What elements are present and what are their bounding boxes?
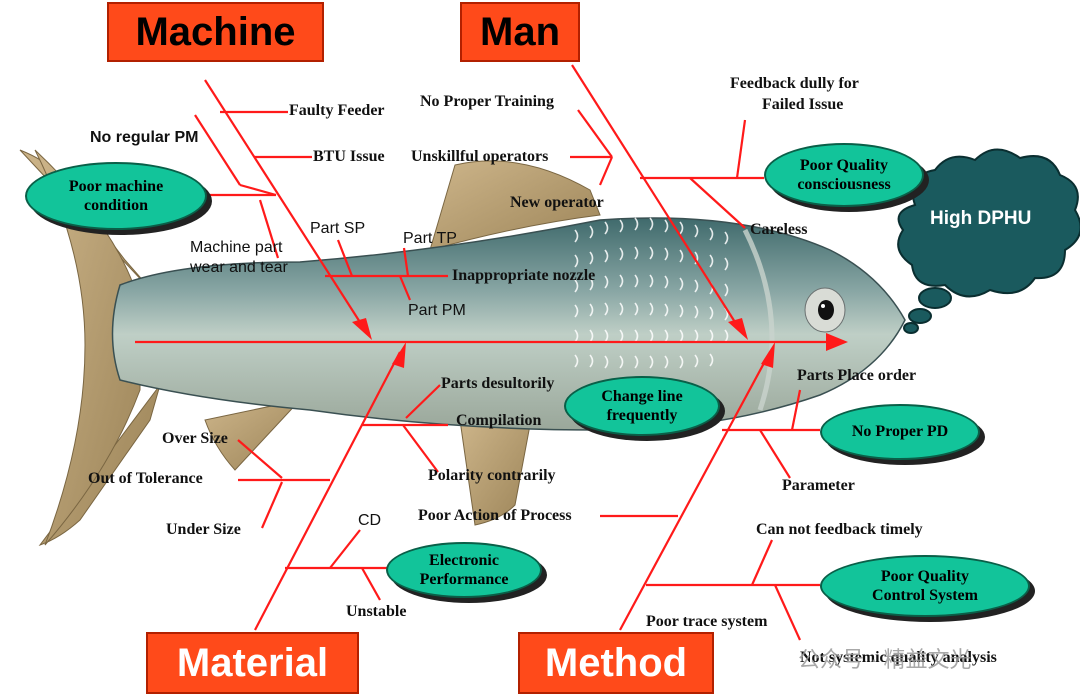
cause-out-of-tolerance: Out of Tolerance [88,470,203,487]
cause-polarity-contrarily: Polarity contrarily [428,467,556,484]
cause-faulty-feeder: Faulty Feeder [289,102,385,119]
fish-anal-fin [459,419,531,526]
cause-poor-action-of-process: Poor Action of Process [418,507,572,524]
cause-part-pm: Part PM [408,302,466,319]
cause-poor-trace-system: Poor trace system [646,613,768,630]
cause-cd: CD [358,512,382,529]
fish-pelvic-fin [204,399,302,471]
cause-parameter: Parameter [782,477,855,494]
cause-unskillful-operators: Unskillful operators [411,148,549,165]
cause-under-size: Under Size [166,521,241,538]
oval-no-proper-pd: No Proper PD [820,404,980,460]
cause-no-regular-pm: No regular PM [90,129,199,146]
cause-feedback-dully: Feedback dully for [730,75,859,92]
method-bone [619,351,771,631]
watermark: 公众号 · 精益文光 [798,647,972,672]
machine-bone [204,79,366,331]
category-material: Material [146,632,359,694]
cause-no-proper-training: No Proper Training [420,93,554,110]
fish-dorsal-fin [429,160,601,251]
fish-body [111,217,906,431]
category-method: Method [518,632,714,694]
cause-parts-place-order: Parts Place order [797,367,917,384]
cause-new-operator: New operator [510,194,604,211]
cause-compilation: Compilation [456,412,542,429]
cause-can-not-feedback-timely: Can not feedback timely [756,521,923,538]
fish-gill [742,228,775,411]
cause-not-systemic-quality-analysis: Not systemic quality analysis [800,649,997,666]
cause-unstable: Unstable [346,603,407,620]
man-bone [571,64,741,331]
cause-failed-issue: Failed Issue [762,96,844,113]
cause-over-size: Over Size [162,430,228,447]
cause-wear-and-tear: wear and tear [190,259,288,276]
cause-part-sp: Part SP [310,220,366,237]
material-bone [254,351,401,631]
cause-parts-desultorily: Parts desultorily [441,375,555,392]
fish-tail-base [34,149,141,546]
fish-eye [818,300,834,320]
effect-cloud [897,148,1080,334]
category-man: Man [460,2,580,62]
cause-careless: Careless [750,221,808,238]
cause-btu-issue: BTU Issue [313,148,385,165]
category-machine: Machine [107,2,324,62]
cause-machine-part: Machine part [190,239,283,256]
cause-part-tp: Part TP [403,230,457,247]
cause-inappropriate-nozzle: Inappropriate nozzle [452,267,596,284]
effect-label: High DPHU [930,208,1032,229]
